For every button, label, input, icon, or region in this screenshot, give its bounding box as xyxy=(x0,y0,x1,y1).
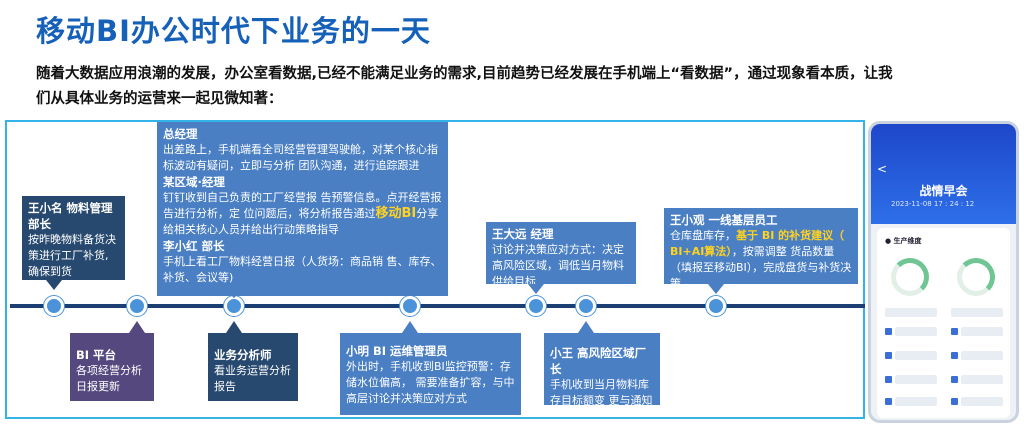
analyst-box: 业务分析师 看业务运营分析报告 xyxy=(208,333,298,401)
phone-card: ● 生产维度 xyxy=(877,228,1010,418)
box-heading: 某区域·经理 xyxy=(163,175,225,189)
manager-box: 总经理 出差路上，手机端看全司经营管理驾驶舱，对某个核心指标波动有疑问，立即与分… xyxy=(157,122,448,296)
wang-xiaoming-box: 王小名 物料管理部长 按昨晚物料备货决策进行工厂补货,确保到货 xyxy=(22,196,125,280)
box-body: 钉钉收到自己负责的工厂经营报 告预警信息。点开经营报告进行分析，定 位问题后，将… xyxy=(163,190,442,238)
phone-row xyxy=(961,351,1003,360)
row-icon xyxy=(885,328,892,335)
pointer xyxy=(226,321,242,333)
phone-row xyxy=(961,327,1003,336)
phone-title: 战情早会 xyxy=(919,184,968,198)
box-heading: 小明 BI 运维管理员 xyxy=(346,344,448,358)
phone-row xyxy=(885,308,937,317)
body-text: 仓库盘库存， xyxy=(670,229,736,242)
pointer xyxy=(129,321,145,333)
timeline-dot xyxy=(44,296,64,316)
highlight-text: 移动BI xyxy=(375,206,417,221)
phone-row xyxy=(895,327,937,336)
box-heading: BI 平台 xyxy=(76,348,117,362)
box-body: 各项经营分析日报更新 xyxy=(76,364,142,393)
box-body: 出差路上，手机端看全司经营管理驾驶舱，对某个核心指标波动有疑问，立即与分析 团队… xyxy=(163,143,438,172)
row-icon xyxy=(951,398,958,405)
xiaowang-box: 小王 高风险区域厂长 手机收到当月物料库存目标额变 更与通知 xyxy=(544,333,660,407)
phone-row xyxy=(895,375,937,384)
timeline-dot xyxy=(526,296,546,316)
box-heading: 王小观 一线基层员工 xyxy=(670,213,778,227)
wang-xiaoguan-box: 王小观 一线基层员工 仓库盘库存，基于 BI 的补货建议（ BI+AI算法），按… xyxy=(664,208,858,290)
box-heading: 王小名 物料管理部长 xyxy=(28,201,113,231)
phone-header xyxy=(871,124,1016,224)
phone-row xyxy=(961,375,1003,384)
wang-dayuan-box: 王大远 经理 讨论并决策应对方式：决定高风险区域，调低当月物料供给目标 xyxy=(486,222,636,288)
pointer xyxy=(402,321,418,333)
pointer xyxy=(578,321,594,333)
bi-platform-box: BI 平台 各项经营分析日报更新 xyxy=(70,333,154,401)
box-heading: 王大远 经理 xyxy=(492,227,554,241)
highlight-text: 基于 BI 的补货建议（ BI+AI算法） xyxy=(670,229,845,258)
pointer xyxy=(226,290,242,298)
row-icon xyxy=(885,398,892,405)
box-heading: 业务分析师 xyxy=(214,348,272,362)
box-heading: 总经理 xyxy=(163,127,198,141)
timeline-frame xyxy=(5,120,865,419)
box-body: 仓库盘库存，基于 BI 的补货建议（ BI+AI算法），按需调整 货品数量（填报… xyxy=(670,228,852,292)
phone-row xyxy=(961,397,1003,406)
box-heading: 小王 高风险区域厂长 xyxy=(550,346,647,376)
gauge-icon xyxy=(891,258,929,296)
box-body: 讨论并决策应对方式：决定高风险区域，调低当月物料供给目标 xyxy=(492,243,624,288)
timeline-dot xyxy=(400,296,420,316)
row-icon xyxy=(885,352,892,359)
gauge-icon xyxy=(957,258,995,296)
pointer xyxy=(528,284,544,294)
phone-mockup: < 战情早会 2023-11-08 17 : 24 : 12 ● 生产维度 xyxy=(868,121,1019,423)
pointer xyxy=(708,284,724,294)
timeline-line xyxy=(10,304,865,308)
body-text: 分享给相关核心人员并给出行动策略指导 xyxy=(163,207,439,236)
box-body: 手机收到当月物料库存目标额变 更与通知 xyxy=(550,378,653,407)
intro-text: 随着大数据应用浪潮的发展，办公室看数据,已经不能满足业务的需求,目前趋势已经发展… xyxy=(36,66,893,107)
phone-row xyxy=(951,308,1003,317)
box-body: 外出时，手机收到BI监控预警：存储水位偏高， 需要准备扩容，与中高层讨论并决策应… xyxy=(346,360,515,405)
pointer xyxy=(46,280,62,290)
body-text: 钉钉收到自己负责的工厂经营报 告预警信息。点开经营报告进行分析，定 位问题后，将… xyxy=(163,191,442,220)
page-title: 移动BI办公时代下业务的一天 xyxy=(36,14,431,48)
row-icon xyxy=(951,328,958,335)
box-body: 手机上看工厂物料经营日报（人货场：商品销 售、库存、补货、会议等) xyxy=(163,255,442,284)
box-body: 看业务运营分析报告 xyxy=(214,364,291,393)
phone-row xyxy=(895,397,937,406)
body-text: ，按需调整 货品数量（填报至移动BI），完成盘货与补货决策 xyxy=(670,245,852,290)
xiaoming-box: 小明 BI 运维管理员 外出时，手机收到BI监控预警：存储水位偏高， 需要准备扩… xyxy=(340,333,521,415)
timeline-dot xyxy=(224,296,244,316)
timeline-dot xyxy=(127,296,147,316)
timeline-dot xyxy=(576,296,596,316)
row-icon xyxy=(951,352,958,359)
timeline-dot xyxy=(706,296,726,316)
box-body: 按昨晚物料备货决策进行工厂补货,确保到货 xyxy=(28,233,116,278)
row-icon xyxy=(885,376,892,383)
phone-date: 2023-11-08 17 : 24 : 12 xyxy=(891,200,975,208)
row-icon xyxy=(951,376,958,383)
phone-section-title: ● 生产维度 xyxy=(885,237,922,245)
phone-row xyxy=(895,351,937,360)
back-icon[interactable]: < xyxy=(877,162,888,176)
box-heading: 李小红 部长 xyxy=(163,239,225,253)
